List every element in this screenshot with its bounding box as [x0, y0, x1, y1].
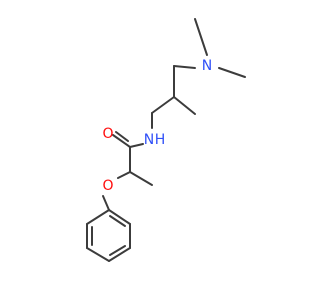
- phenyl-bond-4: [86, 247, 110, 262]
- bond-carbonyl-double-a: [112, 134, 131, 148]
- bond-nme-methyl-top: [194, 18, 208, 56]
- bond-nh-carbonyl: [129, 143, 144, 148]
- molecule-structure: N N H O O: [86, 18, 246, 262]
- phenyl-double-2: [109, 245, 126, 256]
- phenyl-bond-3: [108, 247, 131, 262]
- phenyl-bond-6: [86, 209, 110, 225]
- bond-ch-methyl: [173, 96, 196, 115]
- bond-ch-ch2: [151, 96, 175, 114]
- carbonyl-oxygen-label: O: [102, 126, 113, 142]
- bond-alpha-methyl: [129, 171, 153, 186]
- amide-hydrogen-label: H: [155, 132, 166, 148]
- amide-nitrogen-label: N: [144, 132, 154, 148]
- bond-alpha-o: [117, 171, 131, 179]
- amine-nitrogen-label: N: [202, 58, 212, 74]
- phenyl-double-1: [109, 215, 126, 227]
- phenyl-bond-1: [108, 209, 131, 225]
- bond-o-phenyl: [102, 195, 110, 211]
- bond-nme-methyl-right: [218, 67, 246, 78]
- ether-oxygen-label: O: [102, 178, 113, 194]
- bond-carbonyl-double-b: [115, 131, 129, 142]
- bond-n-ch2: [173, 65, 196, 69]
